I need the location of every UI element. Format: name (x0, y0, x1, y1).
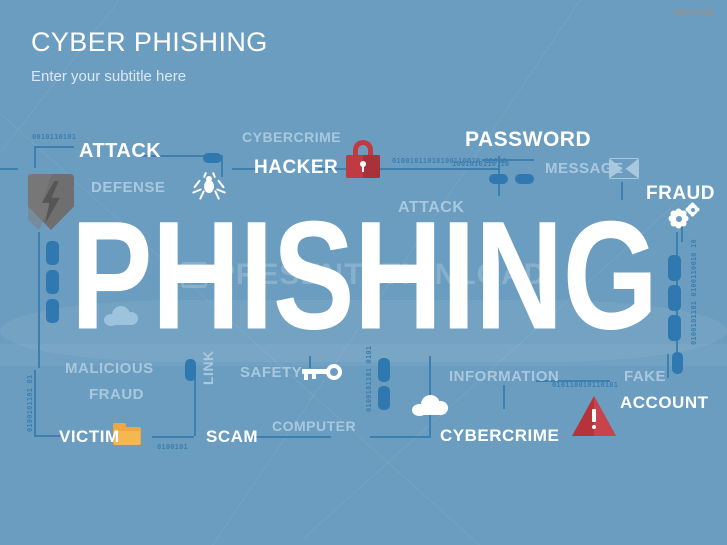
slide-header: CYBER PHISHING Enter your subtitle here (31, 27, 268, 85)
document-id: #D2998 (674, 8, 714, 19)
connector-line (482, 159, 534, 161)
pill-bar (378, 358, 390, 382)
connector-line (380, 168, 500, 170)
connector-line (370, 436, 430, 438)
keyword-attack-middle[interactable]: ATTACK (398, 199, 465, 216)
keyword-safety[interactable]: SAFETY (240, 364, 303, 381)
connector-line (667, 354, 669, 378)
keyword-account[interactable]: ACCOUNT (620, 393, 709, 412)
connector-line (681, 226, 683, 242)
keyword-hacker[interactable]: HACKER (254, 157, 339, 178)
connector-line (194, 366, 196, 436)
keyword-fake[interactable]: FAKE (624, 368, 667, 385)
folder-icon (113, 423, 141, 445)
keyword-scam[interactable]: SCAM (206, 427, 259, 446)
connector-line (38, 232, 40, 368)
keyword-cybercrime-top[interactable]: CYBERCRIME (242, 129, 342, 145)
connector-line (140, 155, 222, 157)
keyword-computer[interactable]: COMPUTER (272, 418, 357, 434)
spider-icon (191, 171, 227, 200)
keyword-message[interactable]: MESSAGE (545, 160, 624, 177)
keyword-defense[interactable]: DEFENSE (91, 179, 166, 196)
connector-line (232, 168, 256, 170)
envelope-icon (609, 158, 639, 179)
pill-bar (203, 153, 222, 163)
keyword-attack-top[interactable]: ATTACK (79, 140, 162, 162)
pill-bar (489, 174, 508, 184)
pill-bar (185, 359, 196, 381)
page-subtitle[interactable]: Enter your subtitle here (31, 67, 187, 85)
keyword-password[interactable]: PASSWORD (465, 128, 592, 151)
keyword-information[interactable]: INFORMATION (449, 368, 560, 385)
binary-text-password: 1001010110 10 (452, 160, 510, 168)
cloud-icon-left (104, 306, 138, 326)
cloud-icon-right (412, 395, 448, 416)
keyword-fraud-left[interactable]: FRAUD (89, 386, 144, 403)
main-headline-text: PHISHING (70, 188, 657, 362)
keyword-malicious[interactable]: MALICIOUS (65, 360, 154, 377)
gears-icon (670, 204, 704, 230)
connector-line (536, 380, 610, 382)
keyword-link[interactable]: LINK (200, 350, 216, 385)
binary-text-lock-right: 01001011010100110010 11010 (392, 157, 507, 165)
key-icon (302, 364, 342, 380)
binary-text-scam: 0100101 (157, 443, 188, 451)
pill-bar (668, 255, 681, 281)
pill-bar (672, 352, 683, 374)
connector-line (34, 435, 60, 437)
connector-line (34, 370, 36, 436)
connector-line (621, 182, 623, 200)
connector-line (0, 168, 18, 170)
page-title: CYBER PHISHING (31, 27, 268, 57)
pill-bar (46, 270, 59, 294)
keyword-fraud-right[interactable]: FRAUD (646, 183, 715, 204)
connector-line (34, 146, 74, 148)
pill-bar (378, 386, 390, 410)
binary-text-information: 010110010110101 (552, 381, 619, 389)
pill-bar (46, 241, 59, 265)
binary-text-left-vertical: 0100101101 01 (26, 374, 34, 432)
connector-line (318, 168, 348, 170)
pill-bar (668, 315, 681, 341)
shield-bolt-icon (28, 174, 74, 230)
main-headline-phishing: PHISHING (5, 188, 722, 362)
padlock-icon (346, 140, 380, 178)
pill-bar (668, 285, 681, 311)
connector-line (503, 385, 505, 409)
connector-line (152, 436, 194, 438)
connector-line (309, 356, 311, 368)
connector-line (34, 146, 36, 168)
keyword-victim[interactable]: VICTIM (59, 427, 120, 446)
warning-triangle-icon (572, 396, 616, 436)
connector-line (221, 155, 223, 177)
binary-text-top-left: 0010110101 (32, 133, 77, 141)
connector-line (253, 436, 331, 438)
keyword-cybercrime-bottom[interactable]: CYBERCRIME (440, 426, 560, 445)
pill-bar (515, 174, 534, 184)
pill-bar (46, 299, 59, 323)
